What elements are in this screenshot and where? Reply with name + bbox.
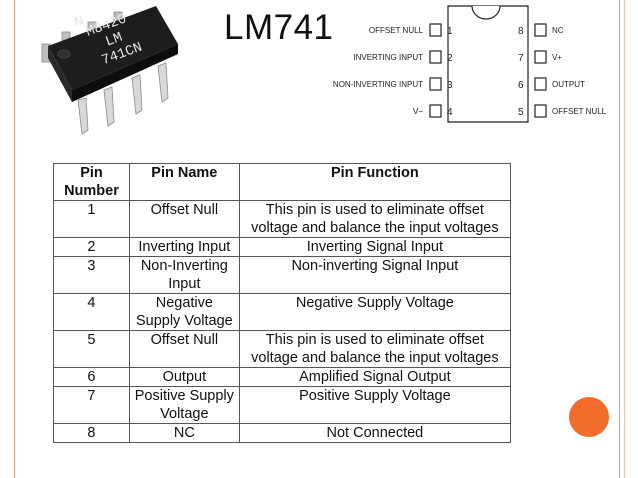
cell-pin-number: 3 xyxy=(53,256,130,294)
slide-frame-left xyxy=(14,0,15,478)
pin-num-6: 6 xyxy=(518,80,524,91)
cell-pin-number: 6 xyxy=(53,367,130,387)
cell-pin-name: Offset Null xyxy=(128,200,240,238)
header-pin-name: Pin Name xyxy=(128,163,240,201)
cell-pin-function: Amplified Signal Output xyxy=(238,367,512,387)
cell-pin-name: NC xyxy=(128,423,240,443)
pin-label-8: NC xyxy=(552,26,564,35)
pin-label-5: OFFSET NULL xyxy=(552,107,607,116)
cell-pin-function: This pin is used to eliminate offset vol… xyxy=(238,200,512,238)
cell-pin-number: 7 xyxy=(53,386,130,424)
pin-label-4: V− xyxy=(413,107,423,116)
cell-pin-number: 5 xyxy=(53,330,130,368)
cell-pin-function: Positive Supply Voltage xyxy=(238,386,512,424)
pin-label-2: INVERTING INPUT xyxy=(353,53,423,62)
cell-pin-number: 1 xyxy=(53,200,130,238)
cell-pin-name: Inverting Input xyxy=(128,237,240,257)
slide-frame-right xyxy=(619,0,620,478)
cell-pin-function: Negative Supply Voltage xyxy=(238,293,512,331)
pin-num-8: 8 xyxy=(518,26,524,37)
cell-pin-function: This pin is used to eliminate offset vol… xyxy=(238,330,512,368)
cell-pin-number: 2 xyxy=(53,237,130,257)
header-pin-function: Pin Function xyxy=(238,163,512,201)
pin-label-7: V+ xyxy=(552,53,562,62)
cell-pin-name: Negative Supply Voltage xyxy=(128,293,240,331)
cell-pin-name: Output xyxy=(128,367,240,387)
header-pin-number: Pin Number xyxy=(53,163,130,201)
cell-pin-function: Not Connected xyxy=(238,423,512,443)
pin-label-3: NON-INVERTING INPUT xyxy=(333,80,423,89)
pin-num-1: 1 xyxy=(447,26,453,37)
ic-notch xyxy=(471,5,501,20)
accent-circle xyxy=(569,397,609,437)
cell-pin-number: 4 xyxy=(53,293,130,331)
cell-pin-name: Positive Supply Voltage xyxy=(128,386,240,424)
pin-label-6: OUTPUT xyxy=(552,80,585,89)
cell-pin-function: Non-inverting Signal Input xyxy=(238,256,512,294)
pin-num-3: 3 xyxy=(447,80,453,91)
chip-marking-2: LM xyxy=(104,30,125,51)
pin-num-5: 5 xyxy=(518,107,524,118)
pin-num-4: 4 xyxy=(447,107,453,118)
page-title: LM741 xyxy=(224,8,334,47)
pin-num-2: 2 xyxy=(447,53,453,64)
pinout-diagram: OFFSET NULL INVERTING INPUT NON-INVERTIN… xyxy=(333,5,607,123)
table-header-row: Pin Number Pin Name Pin Function xyxy=(53,163,512,201)
logo-mark: N xyxy=(72,13,85,29)
cell-pin-name: Non-Inverting Input xyxy=(128,256,240,294)
pin-label-1: OFFSET NULL xyxy=(369,26,424,35)
pin-num-7: 7 xyxy=(518,53,524,64)
slide-frame-right-inner xyxy=(624,0,625,478)
cell-pin-name: Offset Null xyxy=(128,330,240,368)
cell-pin-number: 8 xyxy=(53,423,130,443)
cell-pin-function: Inverting Signal Input xyxy=(238,237,512,257)
ic-body xyxy=(447,5,529,123)
chip-photo: M8420 LM 741CN N xyxy=(41,6,178,135)
